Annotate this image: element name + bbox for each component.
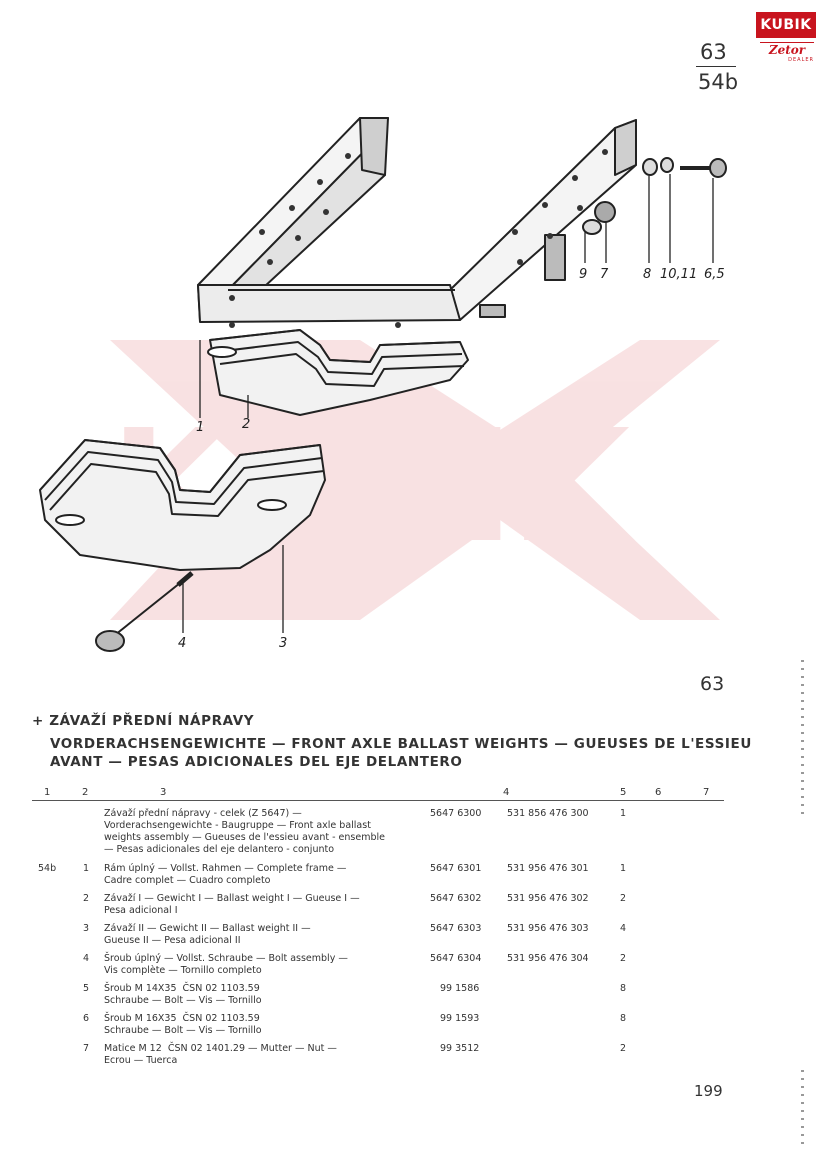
callout-8: 8	[643, 267, 651, 282]
section-heading-czech: + ZÁVAŽÍ PŘEDNÍ NÁPRAVY	[32, 713, 255, 729]
position-number: 3	[83, 923, 90, 934]
callout-4: 4	[178, 636, 186, 651]
part-quantity: 8	[620, 983, 627, 994]
callout-6-5: 6,5	[704, 267, 725, 282]
position-number: 6	[83, 1013, 90, 1024]
part-quantity: 1	[620, 863, 627, 874]
part-number: 531 956 476 301	[507, 863, 589, 874]
section-heading-translations: VORDERACHSENGEWICHTE — FRONT AXLE BALLAS…	[50, 736, 752, 752]
figure-number: 63	[700, 673, 725, 695]
position-number: 1	[83, 863, 90, 874]
column-header-4: 4	[503, 787, 510, 798]
column-header-2: 2	[82, 787, 89, 798]
part-description: Šroub M 14X35 ČSN 02 1103.59 Schraube — …	[104, 983, 262, 1006]
column-header-5: 5	[620, 787, 627, 798]
part-quantity: 2	[620, 893, 627, 904]
callout-7: 7	[600, 267, 609, 282]
callout-1: 1	[196, 420, 204, 435]
reference-divider	[696, 66, 736, 67]
table-header-rule	[32, 800, 724, 801]
callout-2: 2	[242, 417, 250, 432]
position-number: 2	[83, 893, 90, 904]
column-header-6: 6	[655, 787, 662, 798]
figure-ref: 54b	[38, 863, 57, 874]
page-number: 199	[694, 1082, 723, 1100]
part-quantity: 1	[620, 808, 627, 819]
part-code: 99 1593	[440, 1013, 480, 1024]
frame-holes	[229, 149, 608, 328]
frame-part	[197, 117, 637, 323]
part-description: Matice M 12 ČSN 02 1401.29 — Mutter — Nu…	[104, 1043, 337, 1066]
callout-labels: 1 2 3 4 9 7 8 10,11 6,5	[178, 267, 725, 651]
logo-zetor: Zetor	[760, 42, 814, 57]
part-code: 5647 6304	[430, 953, 482, 964]
section-heading-translations-cont: AVANT — PESAS ADICIONALES DEL EJE DELANT…	[50, 754, 463, 770]
logo-brand: KUBIK	[756, 12, 816, 38]
column-header-7: 7	[703, 787, 710, 798]
part-description: Závaží I — Gewicht I — Ballast weight I …	[104, 893, 360, 916]
part-number: 531 856 476 300	[507, 808, 589, 819]
part-description: Šroub M 16X35 ČSN 02 1103.59 Schraube — …	[104, 1013, 262, 1036]
part-code: 99 1586	[440, 983, 480, 994]
part-code: 5647 6300	[430, 808, 482, 819]
position-number: 4	[83, 953, 90, 964]
part-description: Závaží II — Gewicht II — Ballast weight …	[104, 923, 311, 946]
scan-edge-mark	[801, 1070, 804, 1150]
small-hardware	[582, 157, 727, 235]
part-quantity: 4	[620, 923, 627, 934]
part-description: Závaží přední nápravy - celek (Z 5647) —…	[104, 808, 385, 855]
column-header-1: 1	[44, 787, 51, 798]
part-quantity: 2	[620, 1043, 627, 1054]
part-code: 5647 6301	[430, 863, 482, 874]
callout-3: 3	[279, 636, 287, 651]
column-header-3: 3	[160, 787, 167, 798]
bolt-assembly-part	[95, 571, 194, 652]
exploded-parts-diagram: KUBIK	[39, 117, 727, 652]
part-code: 99 3512	[440, 1043, 480, 1054]
position-number: 5	[83, 983, 90, 994]
ballast-weight-upper	[207, 329, 469, 416]
part-description: Šroub úplný — Vollst. Schraube — Bolt as…	[104, 953, 348, 976]
part-quantity: 2	[620, 953, 627, 964]
scan-edge-mark	[801, 660, 804, 820]
ballast-weight-lower	[39, 439, 326, 571]
part-number: 531 956 476 304	[507, 953, 589, 964]
figure-reference: 63	[700, 40, 727, 64]
part-quantity: 8	[620, 1013, 627, 1024]
part-number: 531 956 476 303	[507, 923, 589, 934]
kubik-logo: KUBIK Zetor DEALER	[756, 12, 818, 68]
callout-9: 9	[579, 267, 587, 282]
page-reference: 54b	[698, 70, 739, 94]
part-code: 5647 6303	[430, 923, 482, 934]
part-number: 531 956 476 302	[507, 893, 589, 904]
logo-dealer: DEALER	[788, 57, 814, 63]
leader-lines	[182, 174, 714, 633]
callout-10-11: 10,11	[660, 267, 697, 282]
part-code: 5647 6302	[430, 893, 482, 904]
part-description: Rám úplný — Vollst. Rahmen — Complete fr…	[104, 863, 347, 886]
position-number: 7	[83, 1043, 90, 1054]
